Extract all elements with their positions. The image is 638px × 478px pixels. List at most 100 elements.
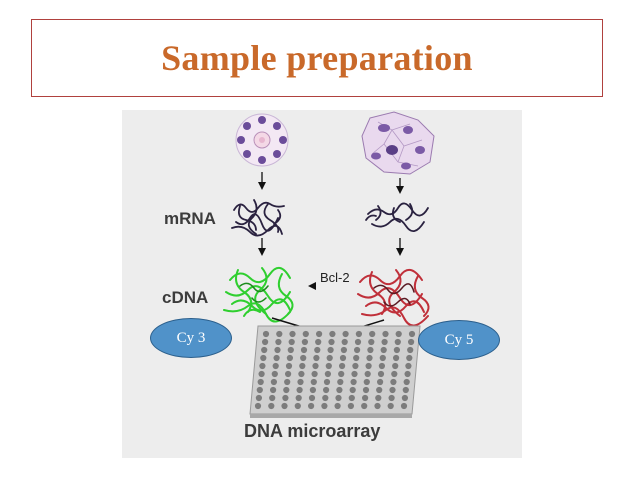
array-spot: [297, 378, 304, 386]
array-spot: [388, 394, 395, 402]
array-spot: [390, 378, 397, 386]
array-spot: [389, 386, 396, 394]
array-spot: [294, 402, 301, 410]
array-spot: [380, 346, 387, 354]
cy5-dye-label: Cy 5: [444, 331, 474, 348]
array-spot: [311, 370, 318, 378]
array-spot: [350, 378, 357, 386]
cdna-strands-cy5: [357, 269, 430, 327]
array-spot: [368, 338, 375, 346]
array-spot: [365, 362, 372, 370]
array-spot: [271, 370, 278, 378]
array-spot: [323, 378, 331, 386]
array-spot: [407, 346, 414, 354]
array-spot: [377, 370, 385, 378]
array-spot: [284, 378, 291, 386]
cdna-strands-cy5-dark: [373, 283, 415, 307]
array-spot: [401, 394, 408, 402]
array-spot: [308, 402, 315, 410]
cy5-dye-badge: Cy 5: [418, 320, 500, 360]
array-spot: [367, 346, 374, 354]
cdna-label: cDNA: [162, 288, 209, 307]
cy3-dye-badge: Cy 3: [150, 318, 232, 358]
array-spot: [321, 402, 328, 410]
array-spot: [403, 378, 410, 386]
array-spot: [315, 338, 322, 346]
array-spot: [338, 370, 345, 378]
array-spot: [299, 362, 306, 370]
array-spot: [354, 346, 361, 354]
array-spot: [276, 330, 283, 338]
microarray-label: DNA microarray: [244, 421, 381, 441]
array-spot: [268, 402, 275, 410]
array-spot: [282, 394, 289, 402]
array-spot: [301, 338, 308, 346]
array-spot: [353, 354, 360, 362]
array-spot: [298, 370, 305, 378]
array-spot: [260, 354, 267, 362]
array-spot: [316, 330, 323, 338]
array-spot: [374, 402, 381, 410]
array-spot: [369, 330, 376, 338]
cy3-dye-label: Cy 3: [176, 329, 206, 346]
array-spot: [312, 362, 319, 370]
array-spot: [394, 338, 401, 346]
title-box: Sample preparation: [31, 19, 603, 97]
array-spot: [283, 386, 290, 394]
array-spot: [274, 346, 281, 354]
array-spot: [269, 394, 276, 402]
diagram-figure: mRNA cDNA Bcl-2 DNA microarray: [122, 110, 522, 458]
array-spot: [404, 370, 411, 378]
array-spot: [328, 338, 335, 346]
array-spot: [326, 354, 333, 362]
bcl2-pointer: [308, 282, 316, 290]
arrow-mrna-to-cdna-right: [396, 238, 404, 256]
array-spot: [313, 354, 320, 362]
array-spot: [375, 394, 382, 402]
array-spot: [261, 346, 268, 354]
array-spot: [382, 330, 389, 338]
array-spot: [302, 330, 309, 338]
bcl2-label: Bcl-2: [320, 270, 350, 285]
array-spot: [309, 386, 316, 394]
array-spot: [406, 354, 413, 362]
arrow-mrna-to-cdna-left: [258, 238, 266, 256]
array-spot: [270, 378, 277, 386]
array-spot: [285, 370, 292, 378]
array-spot: [310, 378, 317, 386]
array-spot: [364, 370, 371, 378]
array-spot: [281, 402, 288, 410]
array-spot: [270, 386, 277, 394]
arrow-cells-to-mrna-left: [258, 172, 266, 190]
array-spot: [391, 370, 398, 378]
array-spot: [354, 338, 362, 346]
array-spot: [275, 338, 282, 346]
array-spot: [300, 346, 308, 354]
array-spot: [273, 354, 280, 362]
array-spot: [300, 354, 307, 362]
microarray-spots: [254, 330, 416, 410]
array-spot: [340, 346, 347, 354]
array-spot: [341, 338, 348, 346]
array-spot: [262, 330, 270, 338]
array-spot: [295, 394, 302, 402]
array-spot: [355, 330, 362, 338]
array-spot: [361, 402, 368, 410]
array-spot: [289, 330, 296, 338]
array-spot: [363, 378, 370, 386]
array-spot: [400, 402, 408, 410]
array-spot: [336, 386, 343, 394]
array-spot: [272, 362, 279, 370]
array-spot: [378, 362, 385, 370]
array-spot: [257, 378, 264, 386]
array-spot: [402, 386, 409, 394]
array-spot: [381, 338, 388, 346]
array-spot: [348, 394, 355, 402]
array-spot: [335, 394, 342, 402]
array-spot: [262, 338, 269, 346]
array-spot: [392, 362, 399, 370]
array-spot: [256, 386, 263, 394]
array-spot: [285, 362, 293, 370]
array-spot: [393, 354, 400, 362]
mrna-label: mRNA: [164, 209, 216, 228]
